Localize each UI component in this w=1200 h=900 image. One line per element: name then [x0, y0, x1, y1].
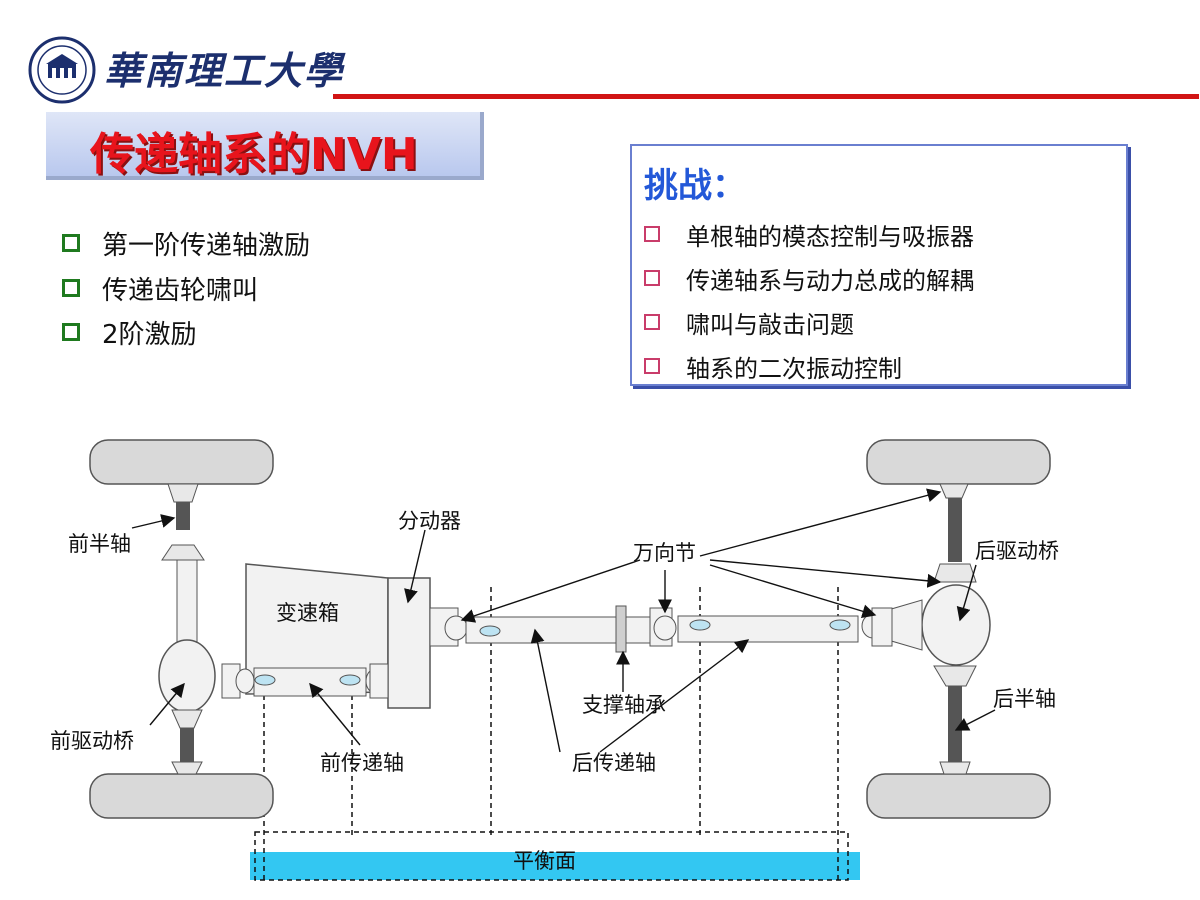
bullet-text: 第一阶传递轴激励 [102, 230, 311, 261]
challenge-item-text: 单根轴的模态控制与吸振器 [686, 222, 974, 251]
challenge-item: 啸叫与敲击问题 [644, 307, 854, 339]
rear-axle [887, 483, 991, 775]
label-rear-drive-axle: 后驱动桥 [975, 539, 1059, 563]
label-rear-driveshaft: 后传递轴 [572, 751, 656, 775]
bullet-item: 传递齿轮啸叫 [62, 271, 259, 306]
square-bullet-icon [62, 323, 80, 341]
challenge-item: 传递轴系与动力总成的解耦 [644, 263, 974, 295]
square-bullet-icon [62, 279, 80, 297]
checkbox-bullet-icon [644, 358, 660, 374]
label-balance-plane: 平衡面 [513, 849, 576, 873]
drivetrain-diagram: 前半轴 分动器 变速箱 万向节 后驱动桥 支撑轴承 后半轴 前驱动桥 前传递轴 … [50, 439, 1059, 881]
challenge-title: 挑战： [644, 166, 746, 206]
balance-plane-bar [250, 852, 860, 880]
front-axle [158, 483, 216, 775]
bullet-item: 第一阶传递轴激励 [62, 226, 311, 261]
checkbox-bullet-icon [644, 270, 660, 286]
label-rear-half-shaft: 后半轴 [993, 687, 1056, 711]
title-banner [46, 112, 484, 180]
label-front-half-shaft: 前半轴 [68, 532, 131, 556]
label-universal-joint: 万向节 [633, 541, 696, 565]
front-right-tire [89, 773, 274, 819]
header-divider [333, 94, 1199, 99]
front-left-tire [89, 439, 274, 485]
bullet-item: 2阶激励 [62, 315, 197, 350]
checkbox-bullet-icon [644, 226, 660, 242]
rear-right-tire [866, 773, 1051, 819]
rear-driveshaft-rear-section [649, 607, 893, 647]
rear-driveshaft-front-section [429, 605, 651, 653]
challenge-item: 单根轴的模态控制与吸振器 [644, 219, 974, 251]
label-gearbox: 变速箱 [276, 601, 339, 625]
square-bullet-icon [62, 234, 80, 252]
bullet-text: 2阶激励 [102, 319, 197, 350]
university-name: 華南理工大學 [104, 48, 345, 93]
label-front-driveshaft: 前传递轴 [320, 751, 404, 775]
university-seal-logo [28, 36, 96, 104]
front-driveshaft [221, 663, 389, 699]
challenge-item-text: 啸叫与敲击问题 [686, 310, 854, 339]
challenge-item-text: 传递轴系与动力总成的解耦 [686, 266, 974, 295]
challenge-item-text: 轴系的二次振动控制 [686, 354, 902, 383]
slide-title: 传递轴系的NVH [90, 129, 418, 180]
challenge-panel [630, 144, 1128, 386]
label-support-bearing: 支撑轴承 [582, 693, 666, 717]
challenge-item: 轴系的二次振动控制 [644, 351, 902, 383]
bullet-text: 传递齿轮啸叫 [102, 275, 259, 306]
callout-arrows [131, 488, 996, 753]
balance-plane-frame [254, 831, 849, 881]
label-front-drive-axle: 前驱动桥 [50, 729, 134, 753]
rear-left-tire [866, 439, 1051, 485]
checkbox-bullet-icon [644, 314, 660, 330]
label-transfer-case: 分动器 [398, 509, 461, 533]
